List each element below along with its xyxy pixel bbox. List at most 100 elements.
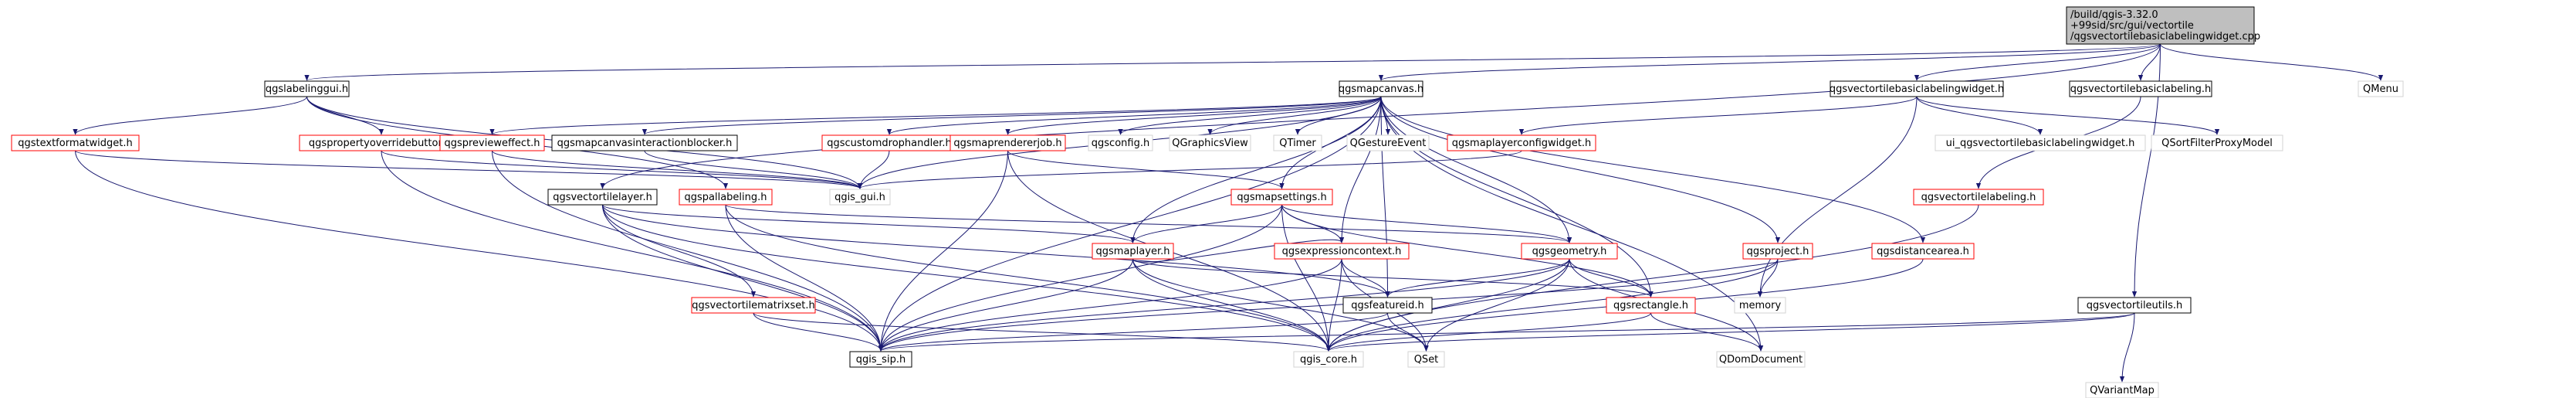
node-qgsrectangle[interactable]: qgsrectangle.h bbox=[1606, 297, 1696, 314]
node-qsortfilterproxymodel[interactable]: QSortFilterProxyModel bbox=[2151, 134, 2283, 151]
edge-root-to-qgsvectortilebasiclabeling bbox=[2138, 43, 2161, 81]
edge-qgstextformatwidget-to-qgis_gui bbox=[75, 150, 862, 189]
node-label: QDomDocument bbox=[1719, 354, 1803, 366]
node-qgsmapsettings[interactable]: qgsmapsettings.h bbox=[1230, 189, 1333, 206]
edge-qgsvectortilelayer-to-qgis_sip bbox=[602, 204, 884, 352]
node-qgsmapcanvasinteractionblocker[interactable]: qgsmapcanvasinteractionblocker.h bbox=[551, 134, 738, 151]
node-label: memory bbox=[1739, 300, 1782, 311]
node-qgis_core[interactable]: qgis_core.h bbox=[1293, 351, 1364, 368]
node-qgslabelinggui[interactable]: qgslabelinggui.h bbox=[264, 80, 350, 97]
node-qgsvectortileutils[interactable]: qgsvectortileutils.h bbox=[2077, 297, 2192, 314]
node-qtimer[interactable]: QTimer bbox=[1273, 134, 1322, 151]
node-qgsvectortilematrixset[interactable]: qgsvectortilematrixset.h bbox=[691, 297, 816, 314]
node-qgraphicsview[interactable]: QGraphicsView bbox=[1169, 134, 1251, 151]
node-qgspropertyoverridebutton[interactable]: qgspropertyoverridebutton.h bbox=[299, 134, 464, 151]
node-label: qgsvectortilebasiclabeling.h bbox=[2070, 83, 2212, 95]
node-box bbox=[2151, 134, 2283, 151]
node-box bbox=[849, 351, 912, 368]
edge-qgsgeometry-to-qgsrectangle bbox=[1569, 258, 1654, 298]
dependency-edges bbox=[73, 43, 2384, 383]
node-box bbox=[1606, 297, 1696, 314]
edge-qgsvectortilematrixset-to-qgis_sip bbox=[753, 312, 884, 352]
node-qgis_gui[interactable]: qgis_gui.h bbox=[829, 189, 891, 206]
node-qgsmaprendererjob[interactable]: qgsmaprendererjob.h bbox=[949, 134, 1066, 151]
node-box bbox=[2077, 297, 2192, 314]
node-label: QVariantMap bbox=[2090, 385, 2155, 396]
edge-root-to-qgsvectortilebasiclabelingwidget bbox=[1914, 43, 2161, 81]
node-qgsconfig[interactable]: qgsconfig.h bbox=[1088, 134, 1153, 151]
edge-qgsvectortilebasiclabelingwidget-to-ui_widget bbox=[1916, 96, 2043, 135]
node-box bbox=[1447, 134, 1596, 151]
node-qgsgeometry[interactable]: qgsgeometry.h bbox=[1521, 243, 1618, 260]
node-qgsvectortilebasiclabelingwidget[interactable]: qgsvectortilebasiclabelingwidget.h bbox=[1830, 80, 2004, 97]
node-label: qgis_gui.h bbox=[834, 192, 885, 203]
node-box bbox=[1092, 243, 1174, 260]
edge-qgsexpressioncontext-to-qgis_sip bbox=[878, 258, 1342, 352]
edge-qgsmapcanvas-to-qgscustomdrophandler bbox=[887, 96, 1382, 135]
edge-qgsmaprendererjob-to-qgis_sip bbox=[878, 150, 1008, 352]
edge-qgsmapcanvas-to-qgsproject bbox=[1380, 96, 1781, 243]
edge-qgsvectortilebasiclabelingwidget-to-qsortfilterproxymodel bbox=[1916, 96, 2220, 135]
node-qgsmapcanvas[interactable]: qgsmapcanvas.h bbox=[1339, 80, 1423, 97]
node-qvariantmap[interactable]: QVariantMap bbox=[2085, 382, 2159, 398]
node-qgis_sip[interactable]: qgis_sip.h bbox=[849, 351, 912, 368]
node-label: qgis_core.h bbox=[1300, 354, 1357, 366]
node-label: qgsvectortilelabeling.h bbox=[1921, 192, 2036, 203]
node-label: qgsvectortilematrixset.h bbox=[692, 300, 814, 311]
edge-qgsmapcanvas-to-qgsmaprendererjob bbox=[1005, 96, 1382, 135]
node-label: qgspropertyoverridebutton.h bbox=[309, 138, 454, 149]
node-box bbox=[264, 80, 350, 97]
node-qgsproject[interactable]: qgsproject.h bbox=[1742, 243, 1813, 260]
node-ui_widget[interactable]: ui_qgsvectortilebasiclabelingwidget.h bbox=[1935, 134, 2146, 151]
node-qgsfeatureid[interactable]: qgsfeatureid.h bbox=[1342, 297, 1433, 314]
node-box bbox=[1230, 189, 1333, 206]
node-qgsdistancearea[interactable]: qgsdistancearea.h bbox=[1871, 243, 1975, 260]
edge-qgspallabeling-to-qgsgeometry bbox=[725, 204, 1572, 243]
node-qgsvectortilelabeling[interactable]: qgsvectortilelabeling.h bbox=[1913, 189, 2044, 206]
node-qgspallabeling[interactable]: qgspallabeling.h bbox=[679, 189, 773, 206]
node-label: qgsgeometry.h bbox=[1532, 246, 1607, 257]
edge-qgstextformatwidget-to-qgis_sip bbox=[75, 150, 884, 352]
edge-qgsmapsettings-to-qgsmaplayer bbox=[1130, 204, 1282, 243]
node-qgsmaplayer[interactable]: qgsmaplayer.h bbox=[1092, 243, 1174, 260]
edge-qgsmapcanvas-to-qgsgeometry bbox=[1380, 96, 1572, 243]
node-label: qgsrectangle.h bbox=[1613, 300, 1688, 311]
node-box bbox=[1088, 134, 1153, 151]
node-root[interactable]: /build/qgis-3.32.0+99sid/src/gui/vectort… bbox=[2066, 6, 2260, 45]
edge-qgsvectortileutils-to-qgis_sip bbox=[878, 312, 2135, 352]
node-label: qgsmaplayer.h bbox=[1096, 246, 1170, 257]
node-qgsmaplayerconfigwidget[interactable]: qgsmaplayerconfigwidget.h bbox=[1447, 134, 1596, 151]
node-qgsvectortilelayer[interactable]: qgsvectortilelayer.h bbox=[547, 189, 658, 206]
node-label: /build/qgis-3.32.0 bbox=[2070, 9, 2158, 21]
node-box bbox=[1339, 80, 1423, 97]
node-box bbox=[551, 134, 738, 151]
edge-qgsvectortileutils-to-qgis_core bbox=[1326, 312, 2135, 352]
node-qgsvectortilebasiclabeling[interactable]: qgsvectortilebasiclabeling.h bbox=[2069, 80, 2212, 97]
node-qdomdocument[interactable]: QDomDocument bbox=[1716, 351, 1806, 368]
node-label: qgslabelinggui.h bbox=[266, 83, 348, 95]
edge-qgsmapcanvas-to-qgraphicsview bbox=[1207, 96, 1382, 135]
node-qgestureevent[interactable]: QGestureEvent bbox=[1346, 134, 1430, 151]
edge-qgsvectortileutils-to-qvariantmap bbox=[2119, 312, 2135, 383]
edge-qgsfeatureid-to-qset bbox=[1387, 312, 1429, 352]
node-box bbox=[1407, 351, 1445, 368]
node-label: QSortFilterProxyModel bbox=[2161, 138, 2273, 149]
node-box bbox=[1734, 297, 1786, 314]
node-qmenu[interactable]: QMenu bbox=[2358, 80, 2404, 97]
edge-root-to-qgslabelinggui bbox=[305, 43, 2161, 81]
edge-qgsmapcanvas-to-qgsconfig bbox=[1118, 96, 1382, 135]
edge-qgsmapsettings-to-qgis_sip bbox=[878, 204, 1282, 352]
node-box bbox=[1342, 297, 1433, 314]
node-memory[interactable]: memory bbox=[1734, 297, 1786, 314]
edge-qgsmapcanvas-to-qdomdocument bbox=[1380, 96, 1764, 352]
edge-qgsgeometry-to-qset bbox=[1423, 258, 1570, 352]
node-qset[interactable]: QSet bbox=[1407, 351, 1445, 368]
node-box bbox=[1169, 134, 1251, 151]
node-box bbox=[829, 189, 891, 206]
edge-qgsmaprendererjob-to-qgsmapsettings bbox=[1007, 150, 1285, 189]
node-qgsexpressioncontext[interactable]: qgsexpressioncontext.h bbox=[1274, 243, 1410, 260]
node-qgstextformatwidget[interactable]: qgstextformatwidget.h bbox=[11, 134, 140, 151]
node-qgspreviewеffect[interactable]: qgspreviewеffect.h bbox=[439, 134, 545, 151]
node-qgscustomdrophandler[interactable]: qgscustomdrophandler.h bbox=[821, 134, 957, 151]
node-box bbox=[679, 189, 773, 206]
